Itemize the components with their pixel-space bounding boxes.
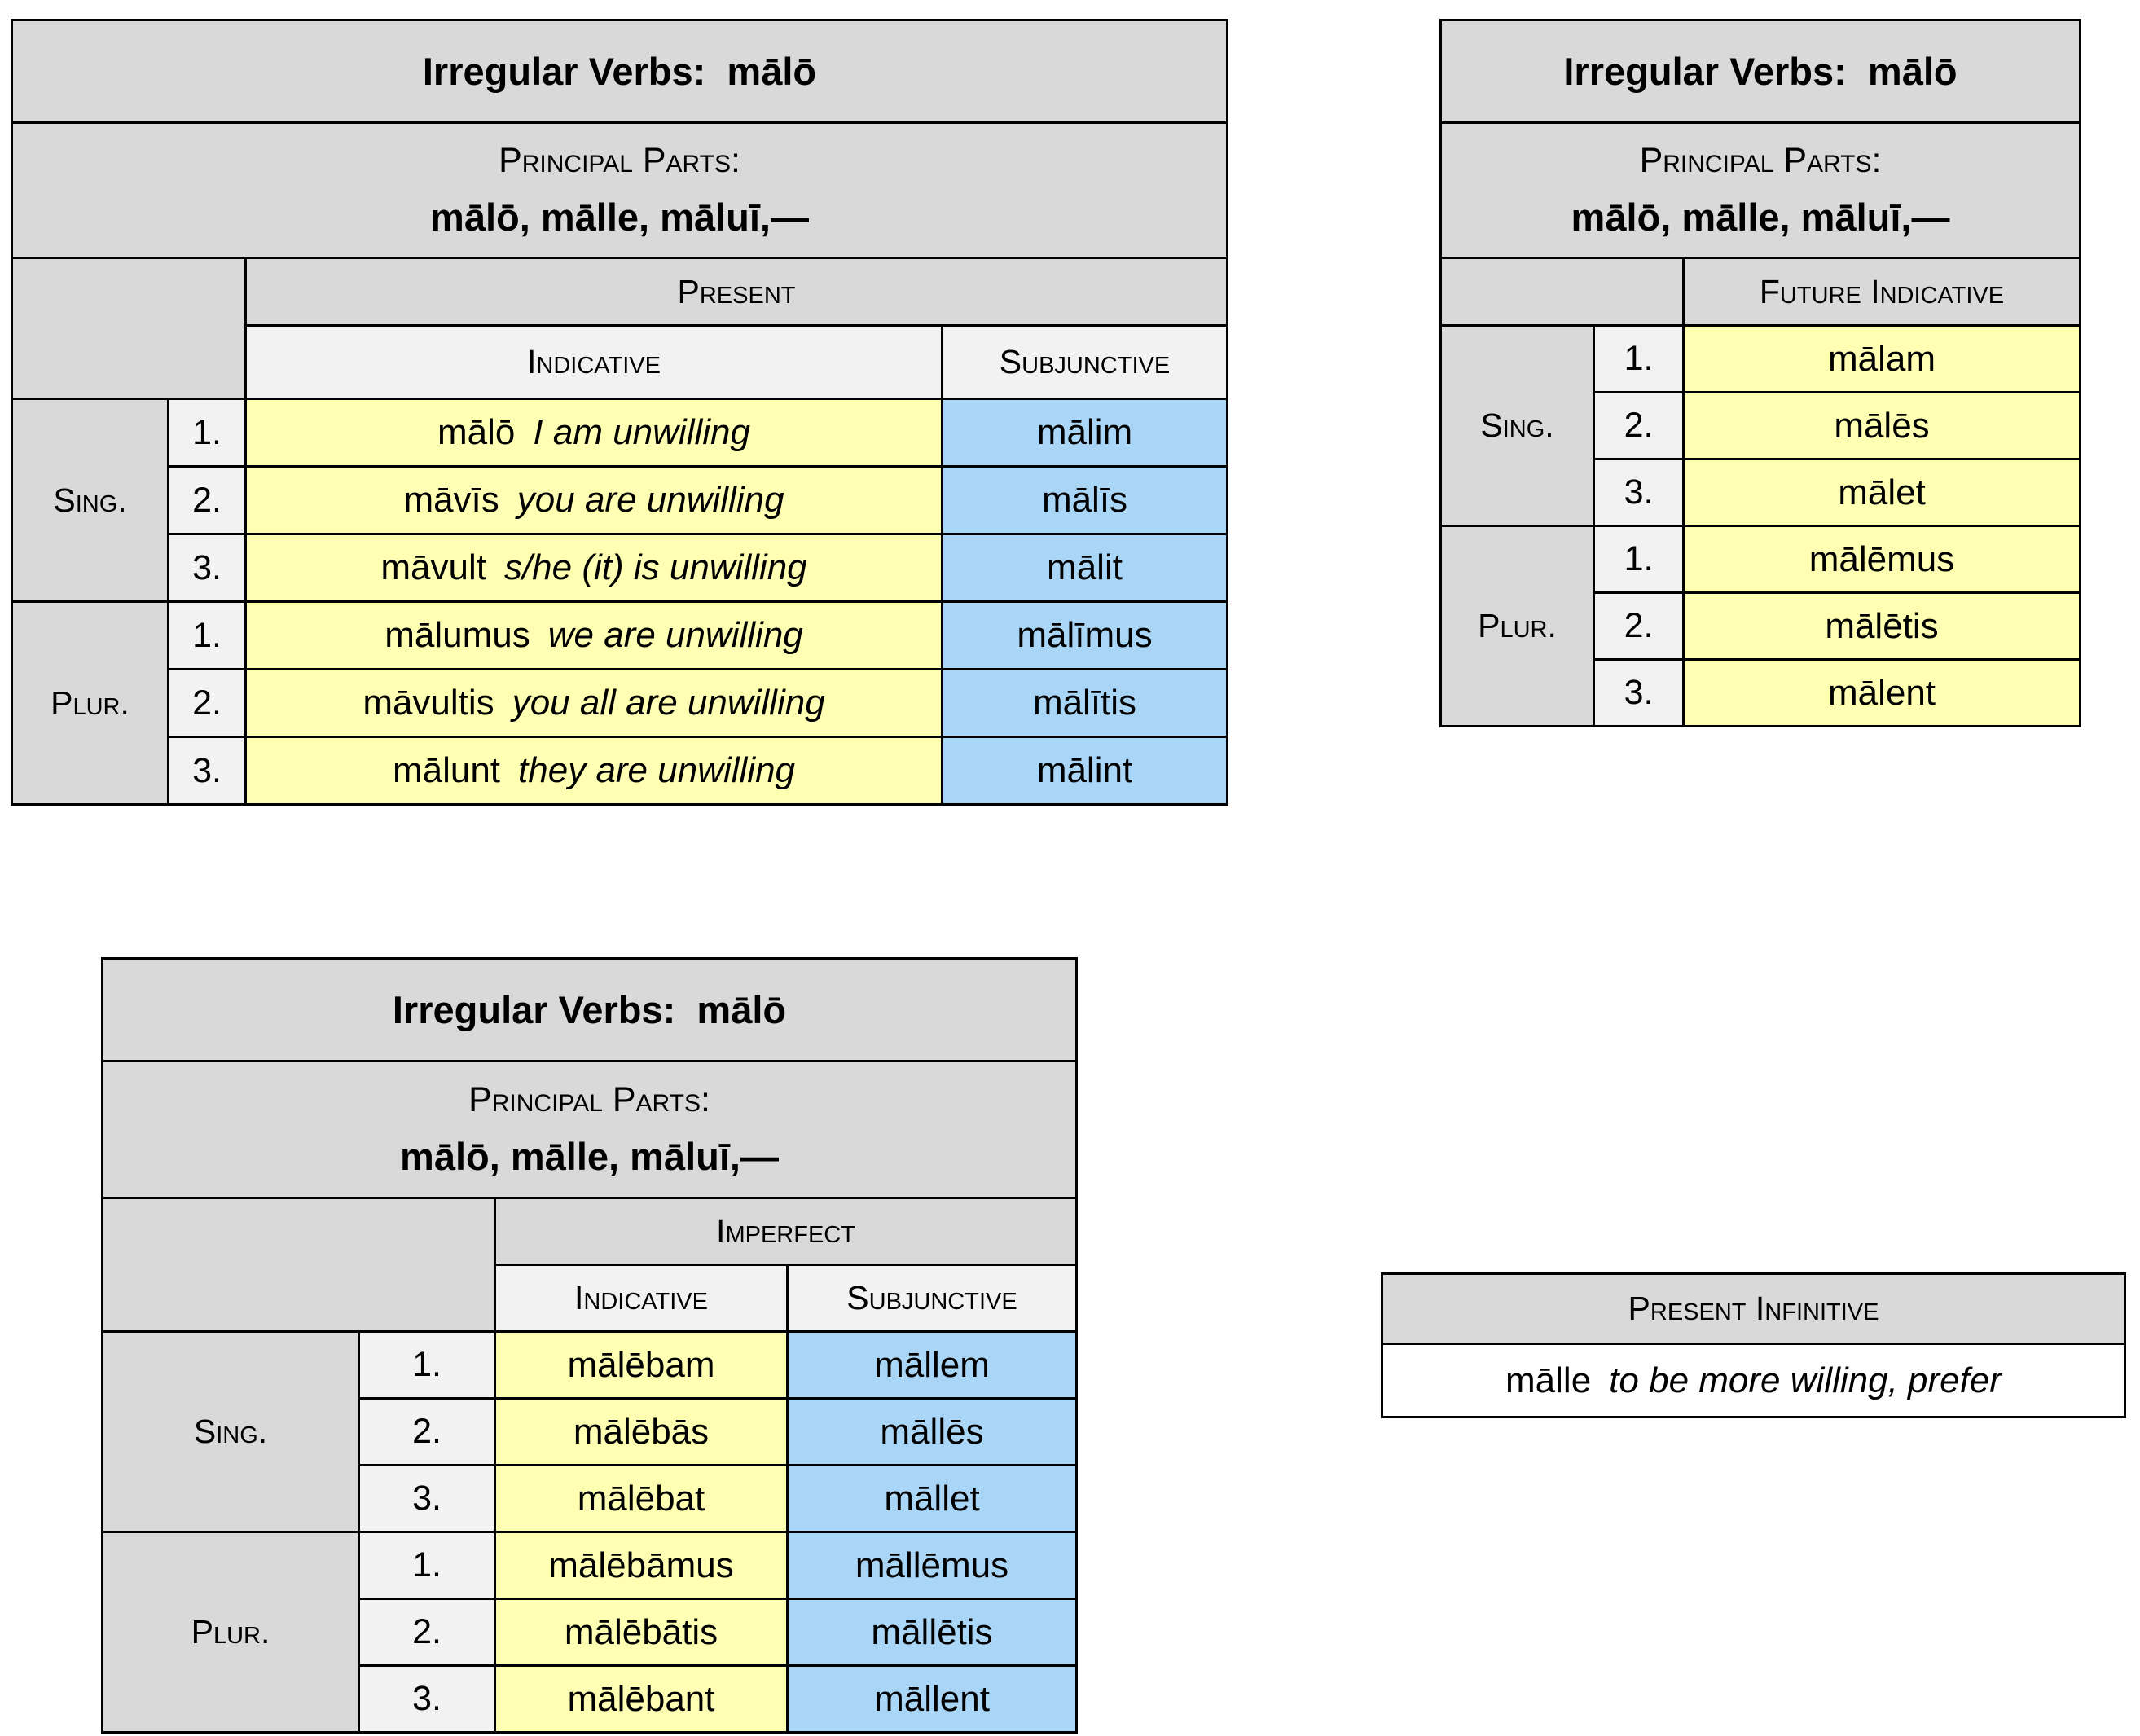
- group-label-plural: Plur.: [101, 1531, 360, 1734]
- group-label-singular: Sing.: [1439, 324, 1595, 527]
- latin-form: māvīs: [403, 480, 499, 520]
- indicative-form-cell: mālēbam: [494, 1330, 789, 1400]
- person-number: 3.: [358, 1464, 496, 1533]
- latin-form: māvult: [380, 547, 486, 587]
- group-label-plural: Plur.: [11, 600, 169, 806]
- future-indicative-table: Irregular Verbs: mālō Principal Parts: m…: [1439, 19, 2082, 727]
- subjunctive-form-cell: mālint: [941, 736, 1228, 806]
- principal-parts-forms: mālō, mālle, māluī,—: [430, 195, 809, 239]
- principal-parts-cell: Principal Parts: mālō, mālle, māluī,—: [101, 1060, 1078, 1199]
- person-number: 1.: [358, 1330, 496, 1400]
- english-gloss: s/he (it) is unwilling: [503, 547, 807, 587]
- subjunctive-form-cell: māllēmus: [786, 1531, 1078, 1600]
- column-header-indicative: Indicative: [244, 324, 943, 400]
- principal-parts-forms: mālō, mālle, māluī,—: [1571, 195, 1950, 239]
- indicative-form-cell: mālētis: [1681, 591, 2082, 661]
- indicative-form-cell: māvīs you are unwilling: [244, 465, 943, 535]
- english-gloss: to be more willing, prefer: [1609, 1360, 2002, 1400]
- indicative-form-cell: mālō I am unwilling: [244, 398, 943, 468]
- english-gloss: I am unwilling: [533, 412, 750, 452]
- column-header-indicative: Indicative: [494, 1264, 789, 1333]
- principal-parts-forms: mālō, mālle, māluī,—: [400, 1134, 779, 1178]
- latin-form: mālumus: [384, 615, 530, 655]
- table-title: Irregular Verbs: mālō: [101, 957, 1078, 1062]
- indicative-form-cell: mālunt they are unwilling: [244, 736, 943, 806]
- imperfect-tense-table: Irregular Verbs: mālō Principal Parts: m…: [101, 957, 1078, 1734]
- principal-parts-label: Principal Parts:: [1639, 141, 1882, 181]
- subjunctive-form-cell: māllem: [786, 1330, 1078, 1400]
- table-title: Irregular Verbs: mālō: [11, 19, 1228, 124]
- person-number: 2.: [167, 668, 247, 738]
- tense-header-present: Present: [244, 257, 1228, 327]
- person-number: 2.: [1593, 391, 1685, 460]
- subjunctive-form-cell: māllent: [786, 1664, 1078, 1734]
- table-title: Irregular Verbs: mālō: [1439, 19, 2082, 124]
- person-number: 2.: [167, 465, 247, 535]
- infinitive-header: Present Infinitive: [1381, 1272, 2126, 1345]
- subjunctive-form-cell: māllet: [786, 1464, 1078, 1533]
- subjunctive-form-cell: mālim: [941, 398, 1228, 468]
- person-number: 1.: [167, 600, 247, 670]
- person-number: 3.: [1593, 658, 1685, 727]
- person-number: 3.: [167, 533, 247, 603]
- person-number: 3.: [1593, 458, 1685, 527]
- subjunctive-form-cell: mālīs: [941, 465, 1228, 535]
- subjunctive-form-cell: māllēs: [786, 1397, 1078, 1466]
- group-label-singular: Sing.: [11, 398, 169, 603]
- tense-header-imperfect: Imperfect: [494, 1197, 1078, 1266]
- english-gloss: they are unwilling: [518, 750, 796, 790]
- tense-header-future-indicative: Future Indicative: [1681, 257, 2082, 327]
- subjunctive-form-cell: māllētis: [786, 1598, 1078, 1667]
- indicative-form-cell: mālent: [1681, 658, 2082, 727]
- corner-cell: [1439, 257, 1685, 327]
- indicative-form-cell: mālēbās: [494, 1397, 789, 1466]
- english-gloss: you are unwilling: [516, 480, 784, 520]
- indicative-form-cell: mālēmus: [1681, 525, 2082, 594]
- indicative-form-cell: māvult s/he (it) is unwilling: [244, 533, 943, 603]
- english-gloss: you all are unwilling: [512, 683, 825, 723]
- principal-parts-label: Principal Parts:: [468, 1080, 710, 1120]
- person-number: 1.: [167, 398, 247, 468]
- corner-cell: [11, 257, 247, 400]
- indicative-form-cell: mālumus we are unwilling: [244, 600, 943, 670]
- indicative-form-cell: mālēbat: [494, 1464, 789, 1533]
- person-number: 1.: [1593, 324, 1685, 393]
- person-number: 2.: [358, 1397, 496, 1466]
- person-number: 1.: [358, 1531, 496, 1600]
- latin-form: mālle: [1505, 1360, 1592, 1400]
- person-number: 3.: [167, 736, 247, 806]
- indicative-form-cell: māvultis you all are unwilling: [244, 668, 943, 738]
- subjunctive-form-cell: mālīmus: [941, 600, 1228, 670]
- group-label-singular: Sing.: [101, 1330, 360, 1533]
- latin-form: mālunt: [392, 750, 501, 790]
- indicative-form-cell: mālēs: [1681, 391, 2082, 460]
- english-gloss: we are unwilling: [547, 615, 803, 655]
- latin-form: māvultis: [363, 683, 494, 723]
- group-label-plural: Plur.: [1439, 525, 1595, 727]
- principal-parts-cell: Principal Parts: mālō, mālle, māluī,—: [1439, 121, 2082, 259]
- indicative-form-cell: mālēbant: [494, 1664, 789, 1734]
- present-tense-table: Irregular Verbs: mālō Principal Parts: m…: [11, 19, 1228, 806]
- infinitive-form-cell: mālle to be more willing, prefer: [1381, 1343, 2126, 1418]
- subjunctive-form-cell: mālītis: [941, 668, 1228, 738]
- principal-parts-label: Principal Parts:: [499, 141, 740, 181]
- person-number: 3.: [358, 1664, 496, 1734]
- person-number: 1.: [1593, 525, 1685, 594]
- principal-parts-cell: Principal Parts: mālō, mālle, māluī,—: [11, 121, 1228, 259]
- column-header-subjunctive: Subjunctive: [941, 324, 1228, 400]
- column-header-subjunctive: Subjunctive: [786, 1264, 1078, 1333]
- person-number: 2.: [358, 1598, 496, 1667]
- corner-cell: [101, 1197, 496, 1333]
- indicative-form-cell: mālet: [1681, 458, 2082, 527]
- person-number: 2.: [1593, 591, 1685, 661]
- latin-form: mālō: [437, 412, 516, 452]
- indicative-form-cell: mālēbātis: [494, 1598, 789, 1667]
- indicative-form-cell: mālēbāmus: [494, 1531, 789, 1600]
- present-infinitive-box: Present Infinitive mālle to be more willi…: [1381, 1272, 2126, 1418]
- indicative-form-cell: mālam: [1681, 324, 2082, 393]
- subjunctive-form-cell: mālit: [941, 533, 1228, 603]
